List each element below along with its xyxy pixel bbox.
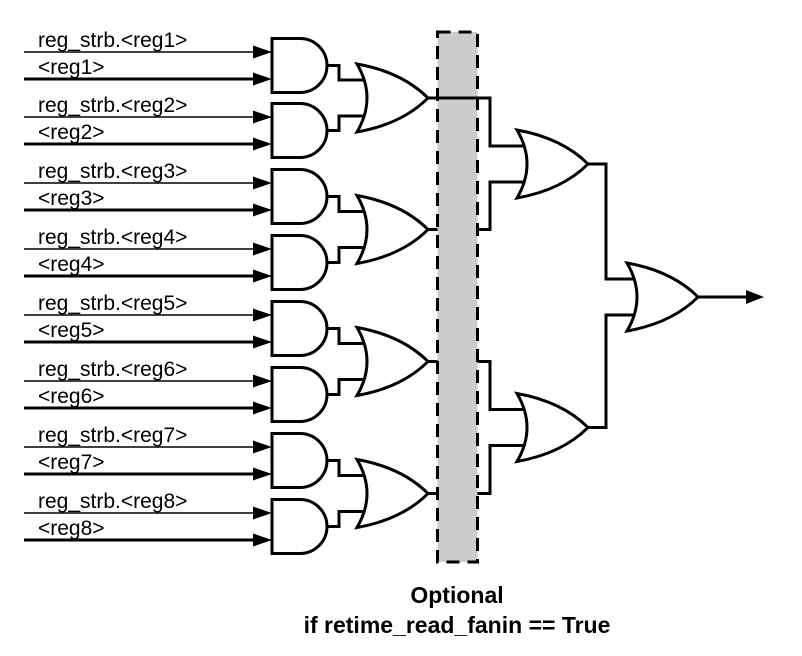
input-row-7: reg_strb.<reg7> <reg7>: [24, 424, 272, 481]
input-row-3: reg_strb.<reg3> <reg3>: [24, 160, 272, 217]
and-gate-3: [270, 168, 329, 225]
arrowhead-icon: [253, 335, 272, 349]
arrowhead-icon: [253, 506, 272, 520]
input-row-4: reg_strb.<reg4> <reg4>: [24, 226, 272, 283]
and-gate-6: [270, 366, 329, 423]
and-gate-1: [270, 37, 329, 94]
or1-to-stage3-connector: [428, 96, 528, 148]
input-row-5: reg_strb.<reg5> <reg5>: [24, 292, 272, 349]
input-label-value-6: <reg6>: [38, 385, 105, 408]
input-label-value-4: <reg4>: [38, 253, 105, 276]
input-label-value-2: <reg2>: [38, 121, 105, 144]
input-label-strobe-3: reg_strb.<reg3>: [38, 160, 187, 183]
arrowhead-icon: [253, 308, 272, 322]
caption-line-2: if retime_read_fanin == True: [304, 612, 611, 638]
and-to-or-connectors: [327, 64, 366, 528]
or-gate-stage3-upper: [515, 128, 590, 200]
input-label-strobe-5: reg_strb.<reg5>: [38, 292, 187, 315]
input-label-strobe-4: reg_strb.<reg4>: [38, 226, 187, 249]
optional-region-box: [436, 30, 479, 564]
input-label-strobe-7: reg_strb.<reg7>: [38, 424, 187, 447]
input-label-strobe-2: reg_strb.<reg2>: [38, 94, 187, 117]
input-label-strobe-6: reg_strb.<reg6>: [38, 358, 187, 381]
or-gate-stage2-3: [355, 326, 430, 397]
arrowhead-icon: [253, 440, 272, 454]
arrowhead-icon: [253, 467, 272, 481]
and-gate-5: [270, 300, 329, 357]
input-label-value-1: <reg1>: [38, 56, 105, 79]
input-row-1: reg_strb.<reg1> <reg1>: [24, 29, 272, 86]
arrowhead-icon: [253, 203, 272, 217]
input-label-value-8: <reg8>: [38, 517, 105, 540]
or-gate-stage2-1: [355, 62, 430, 134]
or-gate-stage2-4: [355, 458, 430, 529]
input-row-8: reg_strb.<reg8> <reg8>: [24, 490, 272, 547]
input-label-value-7: <reg7>: [38, 451, 105, 474]
and-gate-7: [270, 432, 329, 489]
arrowhead-icon: [253, 137, 272, 151]
or-gate-final: [625, 261, 700, 333]
or-gate-stage2-2: [355, 194, 430, 265]
arrowhead-icon: [253, 45, 272, 59]
output-arrowhead-icon: [746, 290, 764, 304]
stage3-lower-to-final-connector: [588, 313, 637, 429]
arrowhead-icon: [253, 374, 272, 388]
stage3-upper-to-final-connector: [588, 162, 637, 281]
input-row-6: reg_strb.<reg6> <reg6>: [24, 358, 272, 415]
input-label-strobe-1: reg_strb.<reg1>: [38, 29, 187, 52]
input-label-strobe-8: reg_strb.<reg8>: [38, 490, 187, 513]
arrowhead-icon: [253, 401, 272, 415]
and-gate-4: [270, 234, 329, 291]
input-row-2: reg_strb.<reg2> <reg2>: [24, 94, 272, 151]
caption-line-1: Optional: [410, 582, 503, 608]
arrowhead-icon: [253, 72, 272, 86]
arrowhead-icon: [253, 269, 272, 283]
arrowhead-icon: [253, 533, 272, 547]
and-gate-8: [270, 498, 329, 555]
input-label-value-3: <reg3>: [38, 187, 105, 210]
arrowhead-icon: [253, 110, 272, 124]
and-gate-2: [270, 102, 329, 159]
arrowhead-icon: [253, 242, 272, 256]
input-label-value-5: <reg5>: [38, 319, 105, 342]
arrowhead-icon: [253, 176, 272, 190]
or-gate-stage3-lower: [515, 392, 590, 463]
